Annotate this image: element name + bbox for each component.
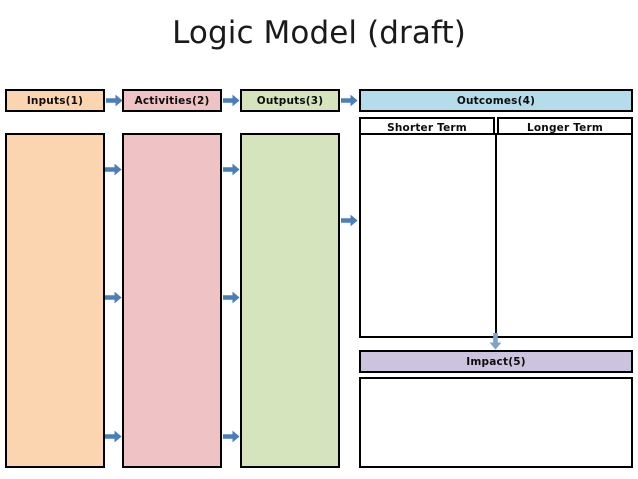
header-impact[interactable]: Impact(5) bbox=[359, 350, 633, 373]
arrow-activities-to-outputs-bottom-icon bbox=[223, 430, 240, 443]
header-longer-term-label: Longer Term bbox=[526, 122, 604, 134]
arrow-inputs-to-activities-top-icon bbox=[105, 163, 122, 176]
body-impact[interactable] bbox=[359, 377, 633, 468]
header-activities-label: Activities(2) bbox=[134, 94, 210, 107]
arrow-inputs-to-activities-header-icon bbox=[106, 94, 123, 107]
page-title: Logic Model (draft) bbox=[172, 15, 466, 51]
header-outcomes-label: Outcomes(4) bbox=[456, 94, 536, 107]
header-impact-label: Impact(5) bbox=[466, 355, 526, 368]
arrow-activities-to-outputs-top-icon bbox=[223, 163, 240, 176]
arrow-inputs-to-activities-bottom-icon bbox=[105, 430, 122, 443]
header-shorter-term-label: Shorter Term bbox=[387, 122, 467, 134]
column-body-inputs[interactable] bbox=[5, 133, 105, 468]
arrow-activities-to-outputs-header-icon bbox=[223, 94, 240, 107]
header-outputs-label: Outputs(3) bbox=[256, 94, 324, 107]
header-outputs[interactable]: Outputs(3) bbox=[240, 89, 340, 112]
header-inputs[interactable]: Inputs(1) bbox=[5, 89, 105, 112]
arrow-outputs-to-outcomes-body-icon bbox=[341, 214, 358, 227]
column-body-outputs[interactable] bbox=[240, 133, 340, 468]
header-inputs-label: Inputs(1) bbox=[26, 94, 84, 107]
header-activities[interactable]: Activities(2) bbox=[122, 89, 222, 112]
arrow-inputs-to-activities-middle-icon bbox=[105, 291, 122, 304]
column-body-activities[interactable] bbox=[122, 133, 222, 468]
arrow-activities-to-outputs-middle-icon bbox=[223, 291, 240, 304]
arrow-outputs-to-outcomes-header-icon bbox=[341, 94, 358, 107]
arrow-outcomes-to-impact-icon bbox=[489, 333, 502, 350]
header-outcomes[interactable]: Outcomes(4) bbox=[359, 89, 633, 112]
outcomes-column-divider bbox=[495, 135, 497, 336]
